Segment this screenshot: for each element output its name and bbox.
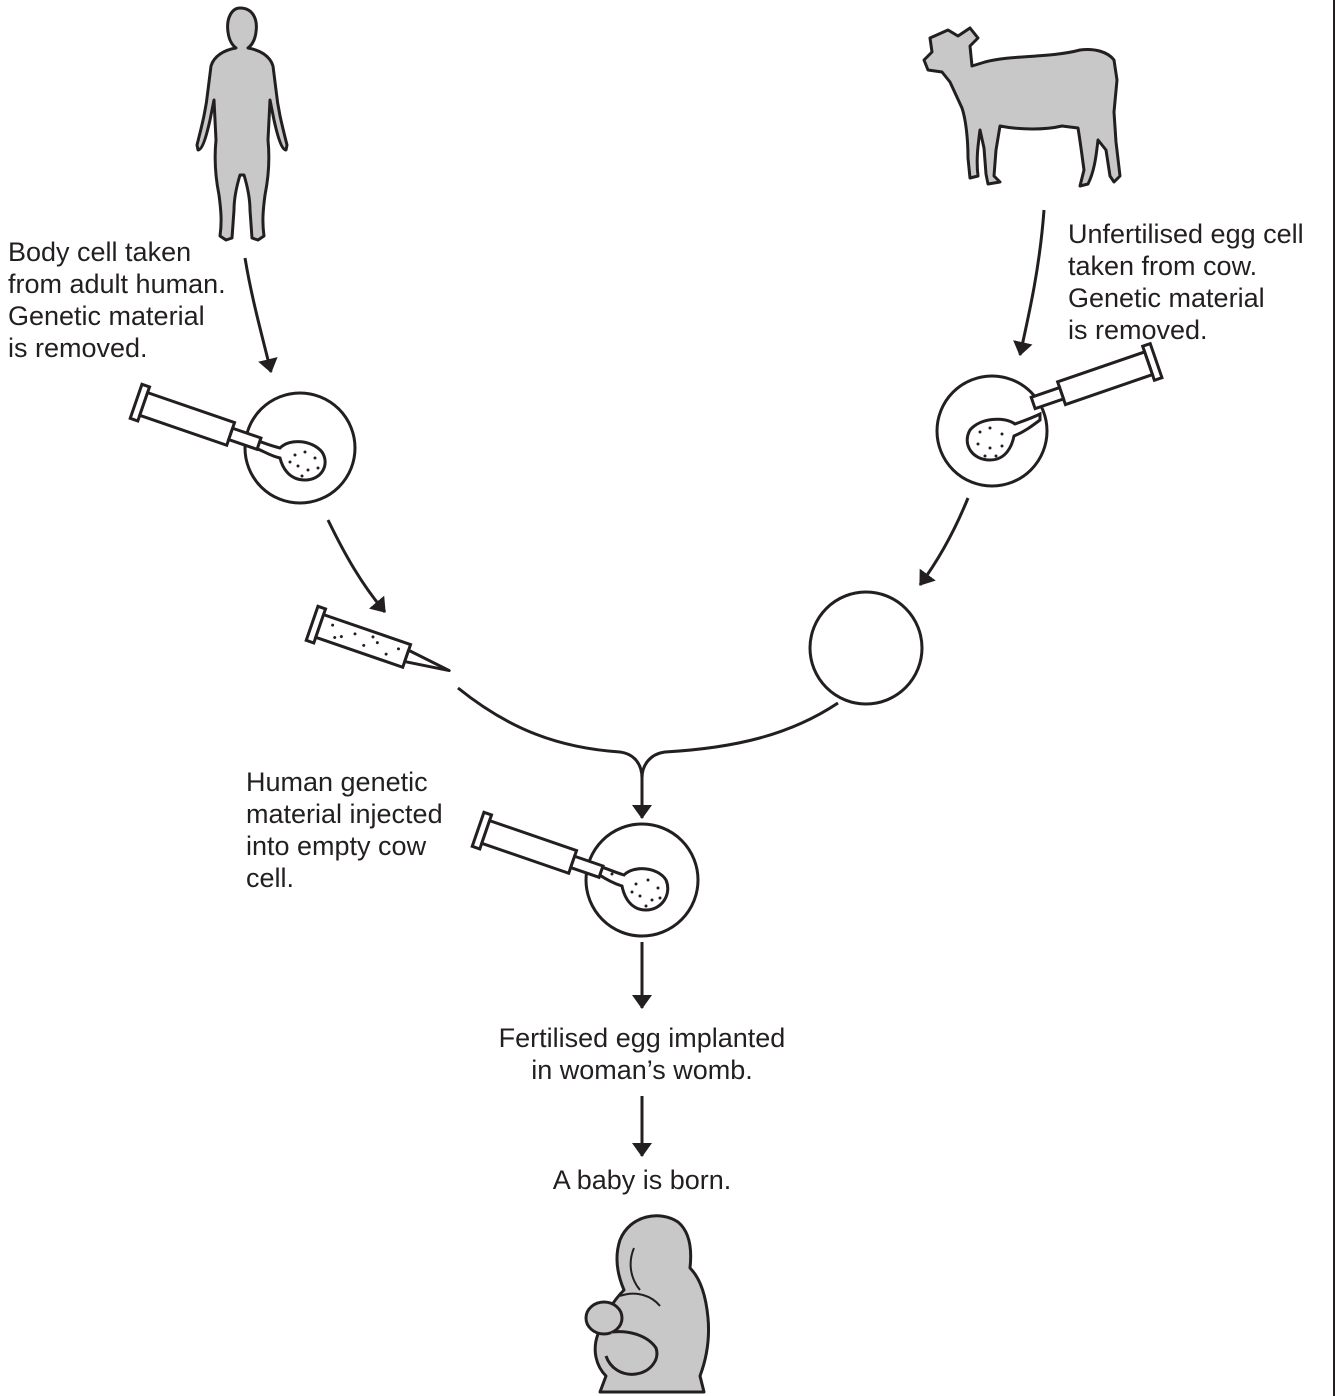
syringe-with-genetic-material xyxy=(304,604,451,673)
injection-cell xyxy=(470,810,700,938)
label-implant: Fertilised egg implanted in woman’s womb… xyxy=(498,1023,786,1085)
label-human-body-cell: Body cell taken from adult human. Geneti… xyxy=(8,237,226,363)
merge-curve-right xyxy=(640,701,839,779)
mother-and-baby-icon xyxy=(584,1214,710,1394)
adult-human-silhouette-icon xyxy=(195,6,289,242)
label-cow-egg-cell: Unfertilised egg cell taken from cow. Ge… xyxy=(1068,219,1304,345)
label-injection: Human genetic material injected into emp… xyxy=(246,767,443,893)
cow-silhouette-icon xyxy=(922,26,1122,188)
arrow-cow-to-cell xyxy=(1013,209,1046,356)
arrow-cell-to-empty-cell xyxy=(918,497,970,586)
cow-cell-with-syringe xyxy=(935,341,1164,488)
merge-curve-left xyxy=(457,686,644,779)
page-border-right xyxy=(1333,0,1335,1396)
label-birth: A baby is born. xyxy=(552,1165,732,1195)
arrow-cell-to-syringe xyxy=(326,519,387,613)
arrow-human-to-cell xyxy=(243,257,278,373)
human-cell-with-syringe xyxy=(128,382,357,505)
empty-cow-cell xyxy=(808,590,924,706)
